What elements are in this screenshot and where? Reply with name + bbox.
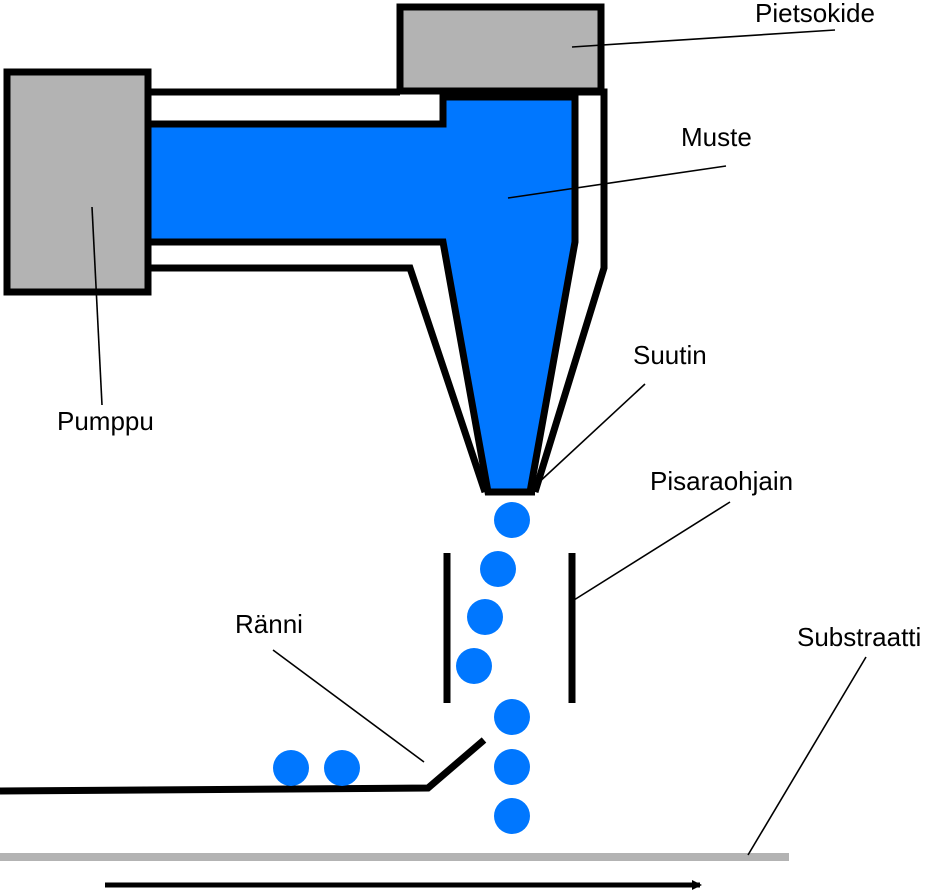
leader-muste <box>507 165 727 199</box>
ink-droplet <box>494 699 530 735</box>
label-pumppu: Pumppu <box>57 406 154 436</box>
piezo-block <box>396 3 605 95</box>
label-ranni: Ränni <box>235 609 303 639</box>
ink-droplet <box>456 648 492 684</box>
ink-body <box>144 93 579 496</box>
label-pietsokide: Pietsokide <box>755 0 875 28</box>
label-pisaraohjain: Pisaraohjain <box>650 466 793 496</box>
leader-suutin <box>535 383 646 486</box>
ink-droplet <box>324 750 360 786</box>
leader-pietsokide <box>571 29 836 48</box>
ink-droplet <box>494 798 530 834</box>
ink-droplet <box>494 502 530 538</box>
leader-ranni <box>272 649 425 763</box>
label-suutin: Suutin <box>633 340 707 370</box>
leader-substraatti <box>747 656 867 856</box>
leader-pisaraohjain <box>573 501 731 601</box>
label-substraatti: Substraatti <box>797 622 921 652</box>
ink-droplet <box>273 750 309 786</box>
leader-pumppu <box>91 206 103 406</box>
channel-lower-wall <box>148 264 489 494</box>
gutter <box>0 737 487 795</box>
label-muste: Muste <box>681 122 752 152</box>
ink-droplet <box>494 749 530 785</box>
ink-droplet <box>467 599 503 635</box>
ink-droplet <box>480 551 516 587</box>
pump-block <box>3 68 152 296</box>
